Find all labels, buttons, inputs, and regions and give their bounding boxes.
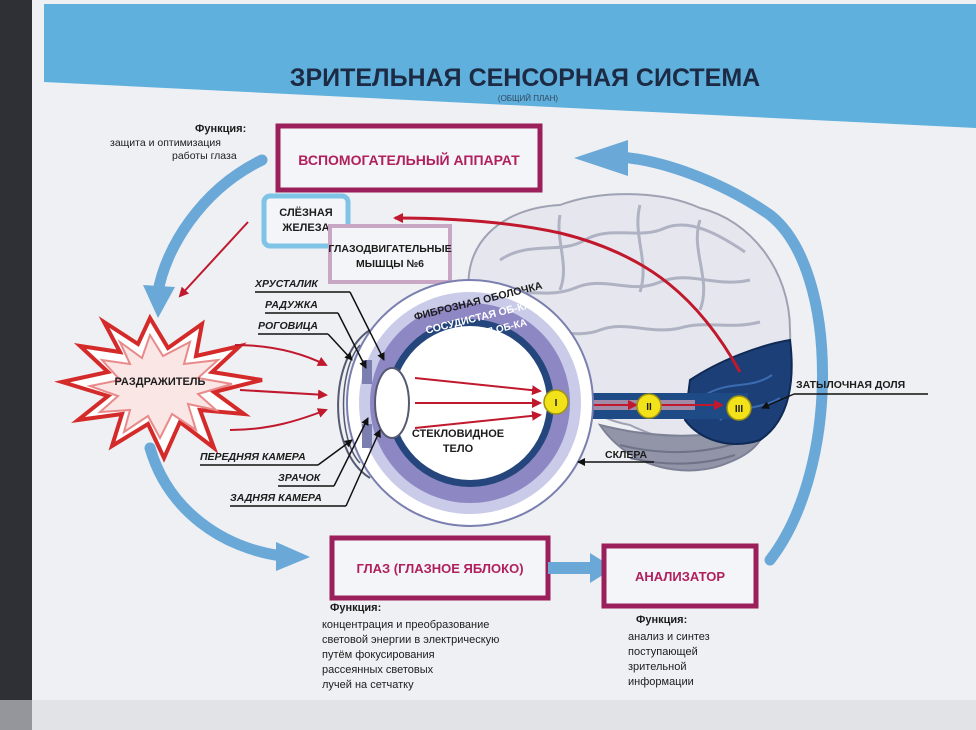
posterior-chamber-label: ЗАДНЯЯ КАМЕРА [230,492,322,504]
eye-front [337,329,410,479]
eye-function-line: путём фокусирования [322,649,435,661]
sclera-label: СКЛЕРА [605,449,647,461]
neuron-3 [726,395,752,421]
analyzer-function-line: анализ и синтез [628,631,710,643]
lens-label: ХРУСТАЛИК [254,278,319,290]
eye-box [329,535,551,601]
light-rays [414,377,542,429]
eye-function-line: лучей на сетчатку [322,679,414,691]
eye-box-label: ГЛАЗ (ГЛАЗНОЕ ЯБЛОКО) [356,561,523,576]
stimulus-rays [178,221,328,431]
oculomotor-muscles-label: МЫШЦЫ №6 [356,258,424,270]
eye-function-line: рассеянных световых [322,664,434,676]
lacrimal-gland-label: ЖЕЛЕЗА [281,222,329,234]
page-title: ЗРИТЕЛЬНАЯ СЕНСОРНАЯ СИСТЕМА [290,64,760,92]
analyzer-function-line: поступающей [628,646,698,658]
feedback-arrow [393,213,742,373]
analyzer-box-label: АНАЛИЗАТОР [635,569,725,584]
analyzer-function-line: зрительной [628,661,686,673]
occipital-lobe-label: ЗАТЫЛОЧНАЯ ДОЛЯ [796,379,905,391]
eye-function-heading: Функция: [330,602,381,614]
flow-arrow-stimulus-to-eye [144,442,310,571]
aux-function-line: работы глаза [172,150,237,162]
neuron-2 [636,393,662,419]
auxiliary-apparatus-label: ВСПОМОГАТЕЛЬНЫЙ АППАРАТ [298,151,520,168]
neuron-1 [543,389,569,415]
page-subtitle: (ОБЩИЙ ПЛАН) [498,94,558,103]
neuron-1-label: I [555,398,558,409]
neuron-2-label: II [646,402,652,413]
flow-arrow-aux-to-stimulus [143,154,268,318]
title-banner [44,4,976,128]
auxiliary-apparatus-box [275,123,543,193]
pupil-label: ЗРАЧОК [278,472,322,484]
analyzer-function-line: информации [628,676,694,688]
vitreous-label: ТЕЛО [443,443,474,455]
lacrimal-gland-box [261,193,351,249]
neuron-markers: I II III [543,389,752,421]
flow-arrow-analyzer-to-aux [574,140,828,566]
neuron-3-label: III [735,404,744,415]
analyzer-box [601,543,759,609]
aux-function-heading: Функция: [195,123,246,135]
oculomotor-muscles-box [328,224,452,284]
stimulus-label: РАЗДРАЖИТЕЛЬ [115,376,206,388]
lacrimal-gland-label: СЛЁЗНАЯ [279,206,333,219]
lens [374,367,410,439]
vitreous-label: СТЕКЛОВИДНОЕ [412,428,504,440]
aux-function-line: защита и оптимизация [110,137,221,149]
eye-function-line: световой энергии в электрическую [322,634,499,646]
eye-function-line: концентрация и преобразование [322,619,489,631]
iris-label: РАДУЖКА [265,299,318,311]
analyzer-function-heading: Функция: [636,614,687,626]
cornea-label: РОГОВИЦА [258,320,318,332]
anterior-chamber-label: ПЕРЕДНЯЯ КАМЕРА [200,451,306,463]
eye-part-labels: ХРУСТАЛИК РАДУЖКА РОГОВИЦА ПЕРЕДНЯЯ КАМЕ… [200,278,385,507]
oculomotor-muscles-label: ГЛАЗОДВИГАТЕЛЬНЫЕ [328,243,451,255]
